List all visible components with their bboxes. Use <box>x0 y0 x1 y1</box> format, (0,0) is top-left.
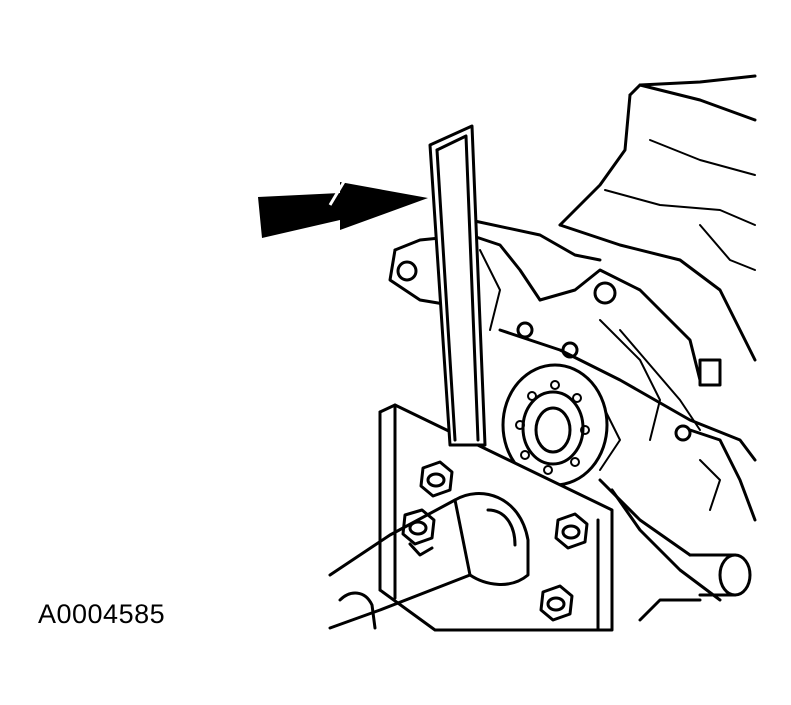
engine-block <box>388 74 757 522</box>
bolt <box>419 460 454 498</box>
plate-bolts <box>401 460 589 622</box>
tool-shaft <box>328 492 530 630</box>
straight-edge-tool <box>428 124 487 447</box>
crankshaft-flange <box>501 363 609 487</box>
bolt <box>554 512 589 550</box>
bolt <box>401 508 436 557</box>
arrow-right-icon <box>258 179 428 238</box>
figure-code-label: A0004585 <box>38 599 166 629</box>
tool-handle <box>598 478 752 622</box>
bolt <box>539 584 574 622</box>
